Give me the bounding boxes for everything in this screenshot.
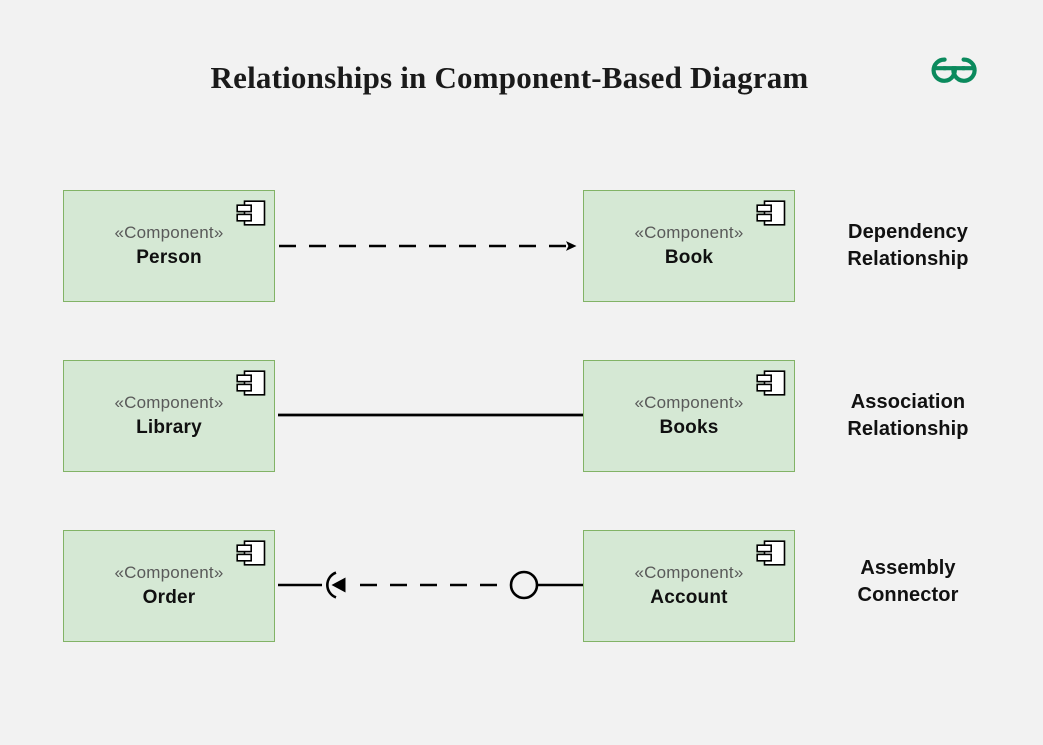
stereotype-text: «Component» (634, 393, 744, 413)
gfg-logo-icon (931, 57, 977, 83)
relationship-label-line2: Relationship (847, 417, 969, 440)
relationship-label-line2: Relationship (847, 247, 969, 270)
component-box-library[interactable]: «Component» Library (63, 360, 275, 472)
relationship-label-assembly: Assembly Connector (808, 555, 1008, 608)
component-box-book[interactable]: «Component» Book (583, 190, 795, 302)
component-name-text: Book (664, 246, 714, 268)
geeksforgeeks-logo (922, 46, 986, 90)
component-box-person[interactable]: «Component» Person (63, 190, 275, 302)
component-name-text: Account (650, 586, 728, 608)
component-label: «Component» Book (584, 223, 794, 269)
component-box-books[interactable]: «Component» Books (583, 360, 795, 472)
component-name-text: Person (136, 246, 202, 268)
connector-assembly (278, 570, 585, 600)
stereotype-text: «Component» (634, 223, 744, 243)
page-title: Relationships in Component-Based Diagram (210, 60, 809, 95)
component-label: «Component» Order (64, 563, 274, 609)
component-box-order[interactable]: «Component» Order (63, 530, 275, 642)
component-label: «Component» Books (584, 393, 794, 439)
arrowhead-left-icon (331, 577, 346, 593)
component-stereotype-icon (756, 540, 786, 566)
stereotype-text: «Component» (634, 563, 744, 583)
relationship-label-line2: Connector (857, 583, 959, 606)
component-name-text: Order (142, 586, 196, 608)
component-stereotype-icon (236, 540, 266, 566)
relationship-label-dependency: Dependency Relationship (808, 219, 1008, 272)
component-name-text: Books (659, 416, 719, 438)
relationship-label-line1: Dependency (848, 221, 968, 243)
component-stereotype-icon (236, 370, 266, 396)
relationship-label-association: Association Relationship (808, 389, 1008, 442)
component-label: «Component» Person (64, 223, 274, 269)
component-name-text: Library (136, 416, 202, 438)
component-stereotype-icon (756, 370, 786, 396)
stereotype-text: «Component» (114, 563, 224, 583)
stereotype-text: «Component» (114, 223, 224, 243)
component-box-account[interactable]: «Component» Account (583, 530, 795, 642)
component-stereotype-icon (756, 200, 786, 226)
component-stereotype-icon (236, 200, 266, 226)
relationship-label-line1: Association (850, 391, 966, 413)
component-label: «Component» Account (584, 563, 794, 609)
socket-icon (326, 571, 337, 599)
stereotype-text: «Component» (114, 393, 224, 413)
component-label: «Component» Library (64, 393, 274, 439)
ball-interface-icon (509, 570, 539, 600)
relationship-label-line1: Assembly (860, 557, 956, 579)
